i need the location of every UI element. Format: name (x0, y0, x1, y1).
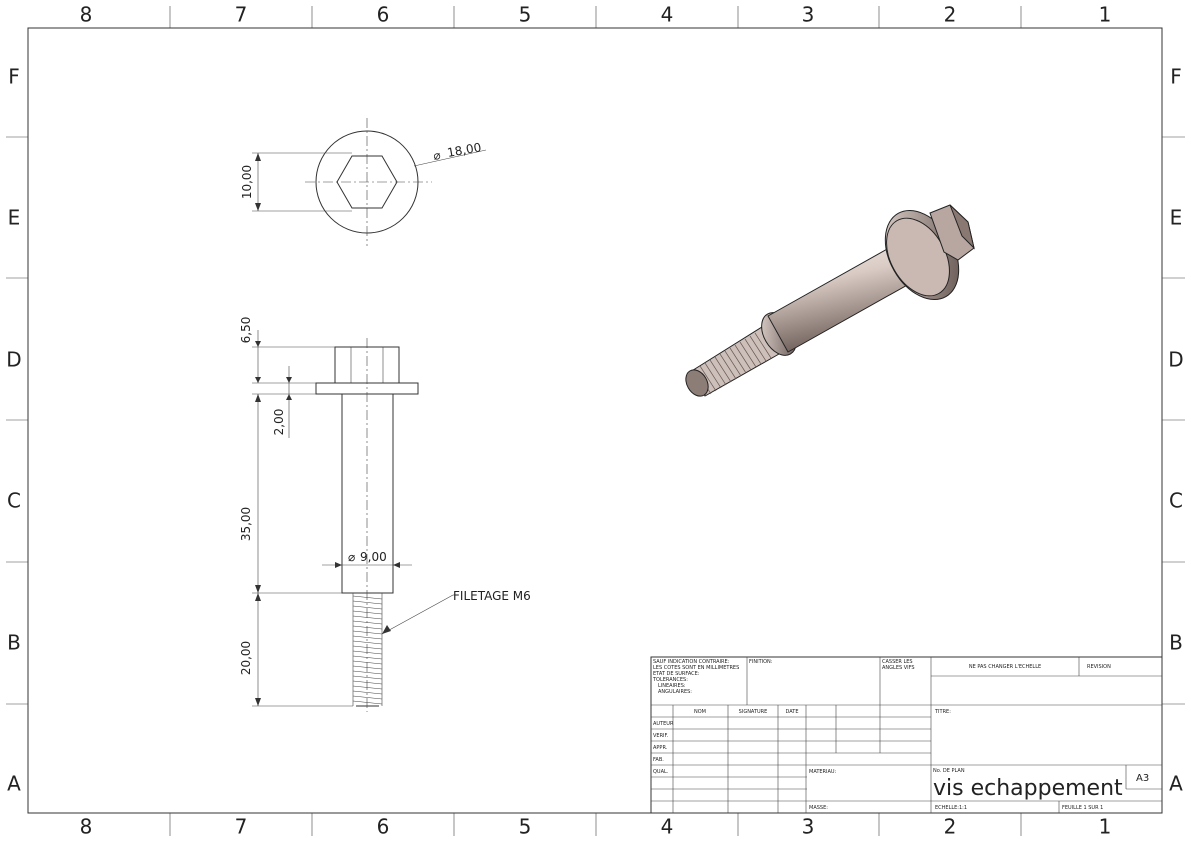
zone-label: 7 (235, 815, 248, 839)
zone-labels-bottom: 8 7 6 5 4 3 2 1 (80, 815, 1112, 839)
tb-col-nom: NOM (694, 709, 706, 715)
tb-echelle: ECHELLE:1:1 (935, 805, 967, 811)
tb-note: ANGULAIRES: (658, 689, 692, 695)
dim-shank-dia-symbol: ⌀ (348, 550, 355, 564)
zone-label: C (1169, 489, 1183, 513)
dim-flats-text: 10,00 (240, 165, 254, 199)
title-block: SAUF INDICATION CONTRAIRE: LES COTES SON… (650, 656, 1163, 814)
top-view: 10,00 ⌀ 18,00 (240, 118, 487, 246)
zone-label: A (7, 772, 21, 796)
zone-label: 8 (80, 3, 93, 27)
tb-masse: MASSE: (809, 805, 828, 811)
tb-casser-2: ANGLES VIFS (882, 665, 915, 671)
dim-collar-text: 2,00 (272, 409, 286, 436)
tb-row-label: AUTEUR (653, 721, 674, 727)
tb-row-label: FAB. (653, 757, 664, 763)
tb-row-label: APPR. (653, 745, 668, 751)
zone-label: 8 (80, 815, 93, 839)
zone-label: 5 (519, 3, 532, 27)
zone-label: E (1170, 206, 1183, 230)
zone-label: B (1169, 631, 1183, 655)
tb-col-date: DATE (785, 709, 798, 715)
front-view: 6,50 2,00 35,00 20,00 ⌀ 9,00 FILETAGE M6 (239, 317, 531, 712)
tb-note: LES COTES SONT EN MILLIMETRES (653, 665, 739, 671)
zone-label: 6 (377, 815, 390, 839)
tb-row-label: QUAL. (653, 769, 669, 775)
tb-row-label: VERIF. (653, 733, 669, 739)
zone-label: 6 (377, 3, 390, 27)
zone-label: 3 (802, 3, 815, 27)
zone-label: F (1170, 65, 1182, 89)
tb-feuille: FEUILLE 1 SUR 1 (1062, 805, 1103, 811)
zone-label: B (7, 631, 21, 655)
zone-label: F (8, 65, 20, 89)
isometric-view (685, 204, 975, 397)
shank (341, 393, 394, 594)
tb-materiau: MATERIAU: (809, 769, 837, 775)
tb-casser-1: CASSER LES (882, 659, 913, 665)
zone-label: 3 (802, 815, 815, 839)
dim-diameter-text: 18,00 (446, 140, 482, 160)
zone-label: 2 (944, 3, 957, 27)
dim-shank-dia-text: 9,00 (360, 550, 387, 564)
zone-label: 5 (519, 815, 532, 839)
tb-note: SAUF INDICATION CONTRAIRE: (653, 659, 730, 665)
zone-labels-right: F E D C B A (1168, 65, 1183, 796)
zone-labels-top: 8 7 6 5 4 3 2 1 (80, 3, 1112, 27)
thread-note: FILETAGE M6 (453, 589, 531, 603)
dim-thread-text: 20,00 (239, 641, 253, 675)
zone-label: 2 (944, 815, 957, 839)
zone-label: 7 (235, 3, 248, 27)
zone-label: 1 (1099, 3, 1112, 27)
zone-label: 4 (661, 3, 674, 27)
drawing-title: vis echappement (933, 776, 1123, 801)
zone-label: 1 (1099, 815, 1112, 839)
zone-label: 4 (661, 815, 674, 839)
zone-label: D (1168, 348, 1183, 372)
zone-label: A (1169, 772, 1183, 796)
tb-note: LINEAIRES: (658, 683, 686, 689)
thread (352, 593, 383, 707)
dim-shank-text: 35,00 (239, 507, 253, 541)
tb-note: TOLERANCES: (652, 677, 688, 683)
zone-label: E (8, 206, 21, 230)
tb-format: A3 (1136, 773, 1149, 784)
tb-finition: FINITION: (749, 659, 773, 665)
zone-label: D (6, 348, 21, 372)
zone-label: C (7, 489, 21, 513)
dim-head-text: 6,50 (239, 317, 253, 344)
dim-dia-symbol: ⌀ (432, 148, 442, 163)
tb-note: ETAT DE SURFACE: (653, 671, 700, 677)
tb-titre: TITRE: (934, 709, 951, 715)
tb-revision: REVISION (1087, 664, 1111, 670)
zone-labels-left: F E D C B A (6, 65, 21, 796)
sheet-border (27, 27, 1163, 814)
tb-no-plan: No. DE PLAN (933, 768, 965, 774)
tb-no-scale: NE PAS CHANGER L'ECHELLE (969, 664, 1041, 670)
zone-ticks (6, 6, 1185, 836)
tb-col-signature: SIGNATURE (739, 709, 768, 715)
